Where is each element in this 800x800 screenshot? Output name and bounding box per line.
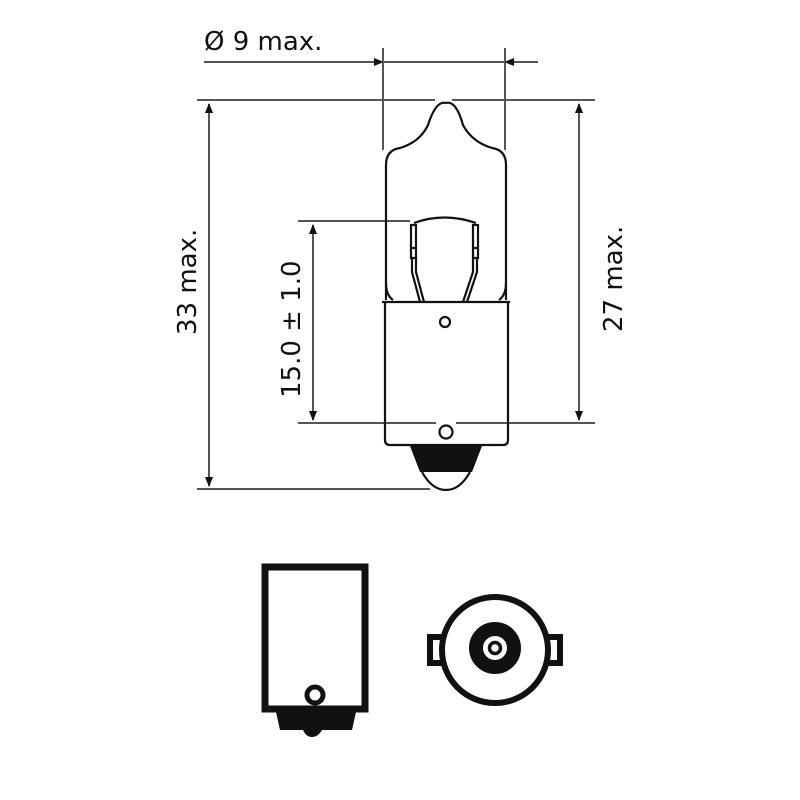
light-center-dimension: 15.0 ± 1.0 [277,220,436,424]
diameter-label: Ø 9 max. [204,27,322,57]
overall-height-dimension: 33 max. [173,103,430,490]
bulb-height-dimension: 27 max. [456,103,629,424]
base-bottom-view-icon [427,594,563,706]
bulb-height-label: 27 max. [599,226,629,332]
bulb-side-view [382,101,510,492]
overall-height-label: 33 max. [173,229,203,335]
base-side-view-icon [261,563,369,737]
diameter-dimension: Ø 9 max. [204,27,538,150]
light-center-label: 15.0 ± 1.0 [277,260,307,398]
